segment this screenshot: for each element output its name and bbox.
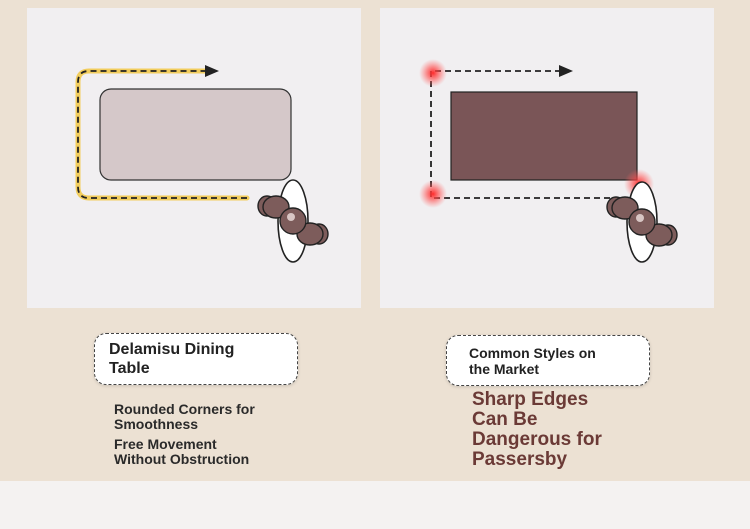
label-line: Delamisu Dining	[109, 341, 235, 358]
desc-line: Dangerous for	[472, 429, 602, 450]
sharp-edges-warning-text: Sharp Edges Can Be Dangerous for Passers…	[472, 390, 632, 470]
walking-path	[77, 70, 247, 199]
desc-line: Passersby	[472, 449, 568, 470]
walking-path	[430, 70, 610, 199]
danger-glow	[419, 180, 447, 208]
danger-glow	[419, 59, 447, 87]
rounded-corners-text: Rounded Corners for Smoothness	[114, 402, 294, 432]
delamisu-label: Delamisu Dining Table	[94, 333, 298, 385]
sharp-table-illustration	[380, 8, 714, 308]
desc-line: Rounded Corners for	[114, 401, 255, 417]
desc-line: Without Obstruction	[114, 451, 250, 467]
arrow-head-icon	[205, 65, 219, 77]
person-icon	[257, 179, 329, 263]
sharp-table	[450, 91, 638, 181]
rounded-table	[99, 88, 292, 181]
footer-band	[0, 481, 750, 529]
common-styles-label: Common Styles on the Market	[446, 335, 650, 386]
person-icon	[606, 181, 678, 263]
desc-line: Free Movement	[114, 436, 217, 452]
rounded-table-illustration	[27, 8, 361, 308]
free-movement-text: Free Movement Without Obstruction	[114, 437, 294, 467]
desc-line: Can Be	[472, 409, 538, 430]
label-line: the Market	[469, 361, 540, 377]
label-line: Table	[109, 360, 150, 377]
desc-line: Smoothness	[114, 416, 199, 432]
arrow-head-icon	[559, 65, 573, 77]
label-line: Common Styles on	[469, 345, 596, 361]
desc-line: Sharp Edges	[472, 389, 589, 410]
